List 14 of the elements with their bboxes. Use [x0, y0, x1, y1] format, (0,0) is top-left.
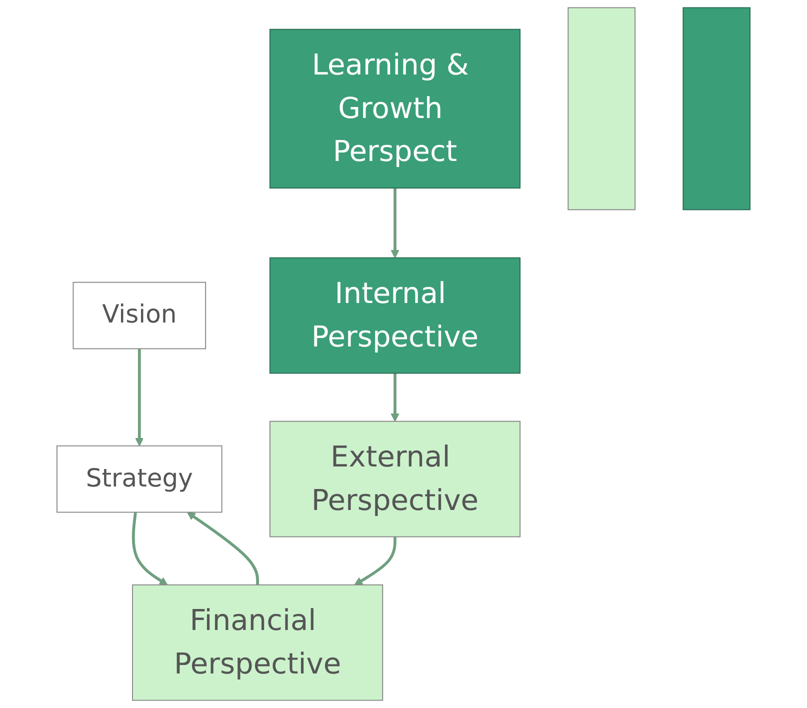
node-box: Strategy	[56, 445, 222, 513]
node-box: External Perspective	[269, 420, 521, 538]
node-box: Financial Perspective	[132, 584, 384, 701]
arrow	[132, 512, 168, 586]
arrow	[390, 188, 400, 258]
arrow	[186, 512, 260, 585]
node-bar	[568, 7, 636, 210]
node-box: Vision	[72, 282, 206, 350]
node-bar	[682, 7, 751, 210]
node-box: Learning & Growth Perspect	[269, 28, 521, 189]
arrow	[390, 373, 400, 422]
node-box: Internal Perspective	[269, 257, 521, 374]
arrow	[135, 348, 144, 446]
arrow	[354, 536, 396, 586]
